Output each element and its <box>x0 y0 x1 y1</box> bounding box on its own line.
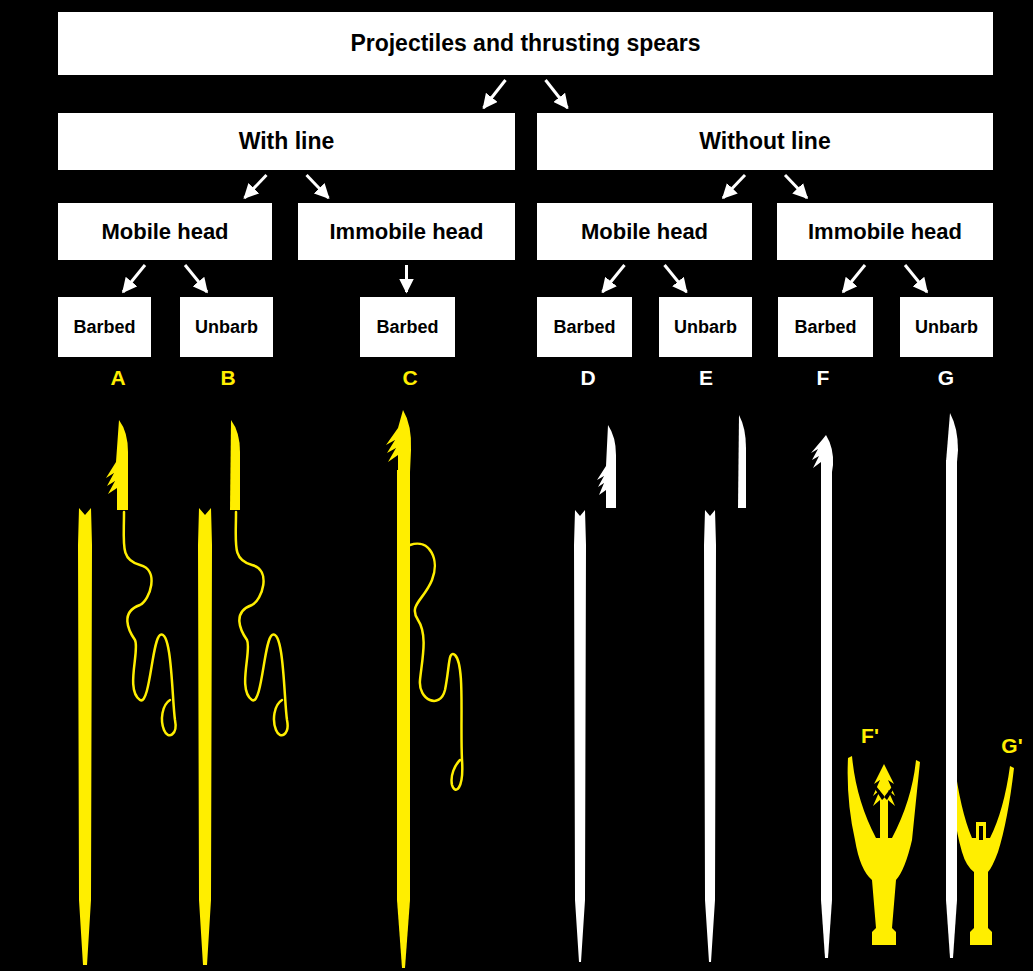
part-letter: E <box>699 366 713 390</box>
shaft <box>198 508 212 965</box>
box-label: With line <box>239 128 335 155</box>
barbed-head <box>386 410 411 472</box>
category-box: Immobile head <box>777 203 993 260</box>
unbarbed-head <box>738 415 746 508</box>
part-letter: F' <box>861 724 879 748</box>
shaft <box>78 508 92 965</box>
part-letter: G' <box>1001 734 1022 758</box>
category-box: Barbed <box>537 297 632 357</box>
box-label: Immobile head <box>329 219 483 245</box>
part-letter: A <box>110 366 125 390</box>
box-label: Barbed <box>376 317 438 338</box>
leister-spear <box>848 756 920 945</box>
arrow-connector <box>723 175 745 198</box>
box-label: Without line <box>699 128 830 155</box>
unbarbed-head <box>946 413 958 462</box>
category-box: Barbed <box>778 297 873 357</box>
category-box: Projectiles and thrusting spears <box>58 12 993 75</box>
shaft <box>946 460 957 958</box>
retrieval-line <box>124 512 176 735</box>
box-label: Unbarb <box>674 317 737 338</box>
part-letter: B <box>220 366 235 390</box>
part-letter: G <box>938 366 954 390</box>
part-letter: C <box>402 366 417 390</box>
arrow-connector <box>603 265 625 292</box>
box-label: Barbed <box>73 317 135 338</box>
shaft <box>574 510 586 962</box>
barbed-head <box>106 420 128 510</box>
part-letter: F <box>817 366 830 390</box>
shaft <box>704 510 716 962</box>
shaft <box>821 470 832 958</box>
box-label: Barbed <box>553 317 615 338</box>
arrow-connector <box>405 265 408 292</box>
category-box: Unbarb <box>659 297 752 357</box>
box-label: Mobile head <box>101 219 228 245</box>
barbed-head <box>597 425 616 508</box>
arrow-connector <box>307 175 329 198</box>
box-label: Mobile head <box>581 219 708 245</box>
part-letter: D <box>580 366 595 390</box>
arrow-connector <box>665 265 687 292</box>
retrieval-line <box>236 512 288 735</box>
retrieval-line <box>410 544 462 790</box>
box-label: Projectiles and thrusting spears <box>350 30 700 57</box>
category-box: Barbed <box>58 297 151 357</box>
arrow-connector <box>905 265 927 292</box>
arrow-connector <box>843 265 865 292</box>
arrow-connector <box>245 175 267 198</box>
box-label: Unbarb <box>915 317 978 338</box>
barbed-head <box>811 435 833 472</box>
box-label: Barbed <box>794 317 856 338</box>
category-box: Barbed <box>360 297 455 357</box>
shaft <box>397 470 410 968</box>
unbarbed-head <box>230 420 240 510</box>
category-box: Immobile head <box>298 203 515 260</box>
category-box: With line <box>58 113 515 170</box>
arrow-connector <box>185 265 207 292</box>
box-label: Unbarb <box>195 317 258 338</box>
category-box: Mobile head <box>58 203 272 260</box>
box-label: Immobile head <box>808 219 962 245</box>
arrow-connector <box>546 80 568 108</box>
arrow-connector <box>123 265 145 292</box>
category-box: Unbarb <box>180 297 273 357</box>
arrow-connector <box>785 175 807 198</box>
arrow-connector <box>484 80 506 108</box>
pronged-spear <box>950 760 1014 945</box>
category-box: Mobile head <box>537 203 752 260</box>
category-box: Unbarb <box>900 297 993 357</box>
category-box: Without line <box>537 113 993 170</box>
